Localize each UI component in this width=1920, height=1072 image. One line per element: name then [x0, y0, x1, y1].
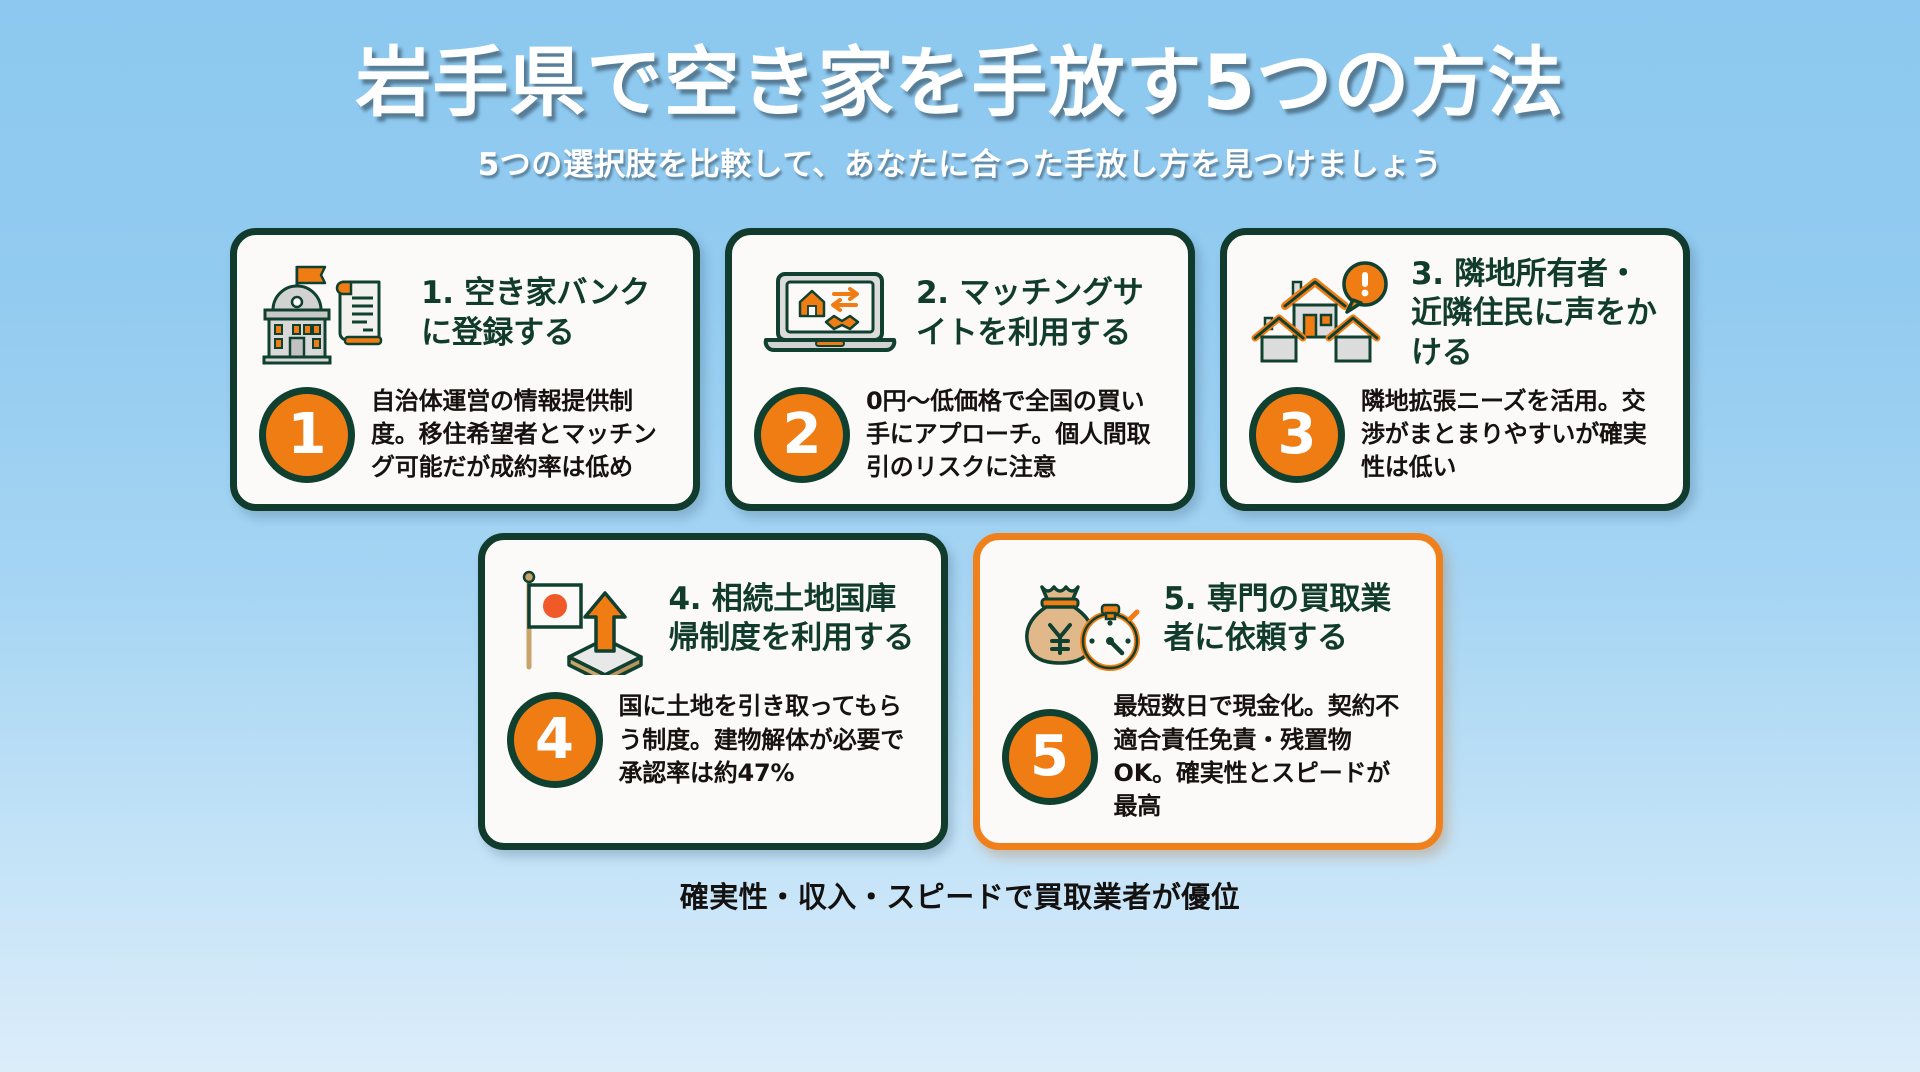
card-5-title: 5. 専門の買取業者に依頼する: [1163, 580, 1392, 657]
card-1[interactable]: 1. 空き家バンクに登録する 1 自治体運営の情報提供制度。移住希望者とマッチン…: [230, 228, 700, 512]
card-1-number-badge: 1: [259, 386, 355, 483]
card-2-number-badge: 2: [754, 386, 850, 483]
card-1-body: 自治体運営の情報提供制度。移住希望者とマッチング可能だが成約率は低め: [371, 387, 657, 482]
card-1-top: 1. 空き家バンクに登録する: [259, 253, 671, 375]
card-5-top: 5. 専門の買取業者に依頼する: [1002, 558, 1414, 680]
footer-note: 確実性・収入・スピードで買取業者が優位: [679, 879, 1241, 914]
card-3-title: 3. 隣地所有者・近隣住民に声をかける: [1411, 255, 1657, 371]
card-row-top: 1. 空き家バンクに登録する 1 自治体運営の情報提供制度。移住希望者とマッチン…: [0, 228, 1920, 512]
card-3-top: 3. 隣地所有者・近隣住民に声をかける: [1249, 253, 1661, 375]
page-title: 岩手県で空き家を手放す5つの方法: [355, 38, 1565, 127]
card-2[interactable]: 2. マッチングサイトを利用する 2 0円〜低価格で全国の買い手にアプローチ。個…: [725, 228, 1195, 512]
government-building-and-scroll-icon: [259, 258, 411, 370]
card-4-body: 国に土地を引き取ってもらう制度。建物解体が必要で承認率は約47%: [618, 692, 905, 787]
card-1-bottom: 1 自治体運営の情報提供制度。移住希望者とマッチング可能だが成約率は低め: [259, 385, 671, 484]
card-4[interactable]: 4. 相続土地国庫帰制度を利用する 4 国に土地を引き取ってもらう制度。建物解体…: [477, 533, 948, 850]
card-2-body: 0円〜低価格で全国の買い手にアプローチ。個人間取引のリスクに注意: [866, 387, 1151, 482]
laptop-matching-handshake-icon: [754, 258, 906, 370]
card-5[interactable]: 5. 専門の買取業者に依頼する 5 最短数日で現金化。契約不適合責任免責・残置物…: [972, 533, 1443, 850]
money-bag-stopwatch-icon: [1002, 563, 1154, 675]
card-1-title: 1. 空き家バンクに登録する: [421, 275, 650, 352]
card-3-body: 隣地拡張ニーズを活用。交渉がまとまりやすいが確実性は低い: [1361, 387, 1647, 482]
neighbor-houses-alert-icon: [1249, 258, 1401, 370]
card-3-bottom: 3 隣地拡張ニーズを活用。交渉がまとまりやすいが確実性は低い: [1249, 385, 1661, 484]
card-row-bottom: 4. 相続土地国庫帰制度を利用する 4 国に土地を引き取ってもらう制度。建物解体…: [0, 533, 1920, 850]
card-4-title: 4. 相続土地国庫帰制度を利用する: [668, 580, 915, 657]
card-4-top: 4. 相続土地国庫帰制度を利用する: [507, 558, 919, 680]
card-2-bottom: 2 0円〜低価格で全国の買い手にアプローチ。個人間取引のリスクに注意: [754, 385, 1166, 484]
header: 岩手県で空き家を手放す5つの方法 5つの選択肢を比較して、あなたに合った手放し方…: [0, 0, 1920, 184]
page-subtitle: 5つの選択肢を比較して、あなたに合った手放し方を見つけましょう: [477, 147, 1443, 184]
card-4-bottom: 4 国に土地を引き取ってもらう制度。建物解体が必要で承認率は約47%: [506, 690, 919, 789]
card-4-number-badge: 4: [506, 692, 603, 789]
card-3[interactable]: 3. 隣地所有者・近隣住民に声をかける 3 隣地拡張ニーズを活用。交渉がまとまり…: [1220, 228, 1690, 512]
card-3-number-badge: 3: [1249, 386, 1345, 483]
card-5-number-badge: 5: [1001, 708, 1098, 805]
card-5-body: 最短数日で現金化。契約不適合責任免責・残置物OK。確実性とスピードが最高: [1113, 692, 1400, 820]
card-2-title: 2. マッチングサイトを利用する: [916, 275, 1144, 352]
card-2-top: 2. マッチングサイトを利用する: [754, 253, 1166, 375]
japan-flag-land-transfer-icon: [507, 563, 659, 676]
card-5-bottom: 5 最短数日で現金化。契約不適合責任免責・残置物OK。確実性とスピードが最高: [1001, 690, 1414, 822]
